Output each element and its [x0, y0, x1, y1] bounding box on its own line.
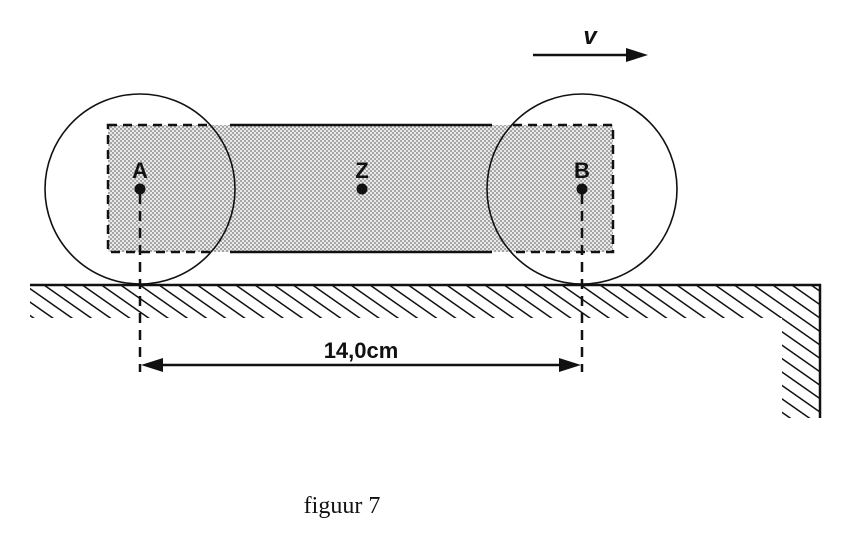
velocity-arrowhead [626, 48, 648, 62]
velocity-label: v [583, 23, 598, 50]
point-a-dot [134, 183, 146, 195]
rod-dashed-outline-left [106, 123, 235, 254]
point-b-dot [576, 183, 588, 195]
distance-arrowhead-right [559, 358, 581, 372]
figure-caption: figuur 7 [304, 493, 381, 519]
point-z-dot [356, 183, 368, 195]
point-b-label: B [574, 158, 590, 183]
ground-surface [30, 283, 822, 418]
distance-label: 14,0cm [324, 338, 399, 363]
point-z-label: Z [355, 158, 368, 183]
point-a-label: A [132, 158, 148, 183]
distance-arrowhead-left [141, 358, 163, 372]
